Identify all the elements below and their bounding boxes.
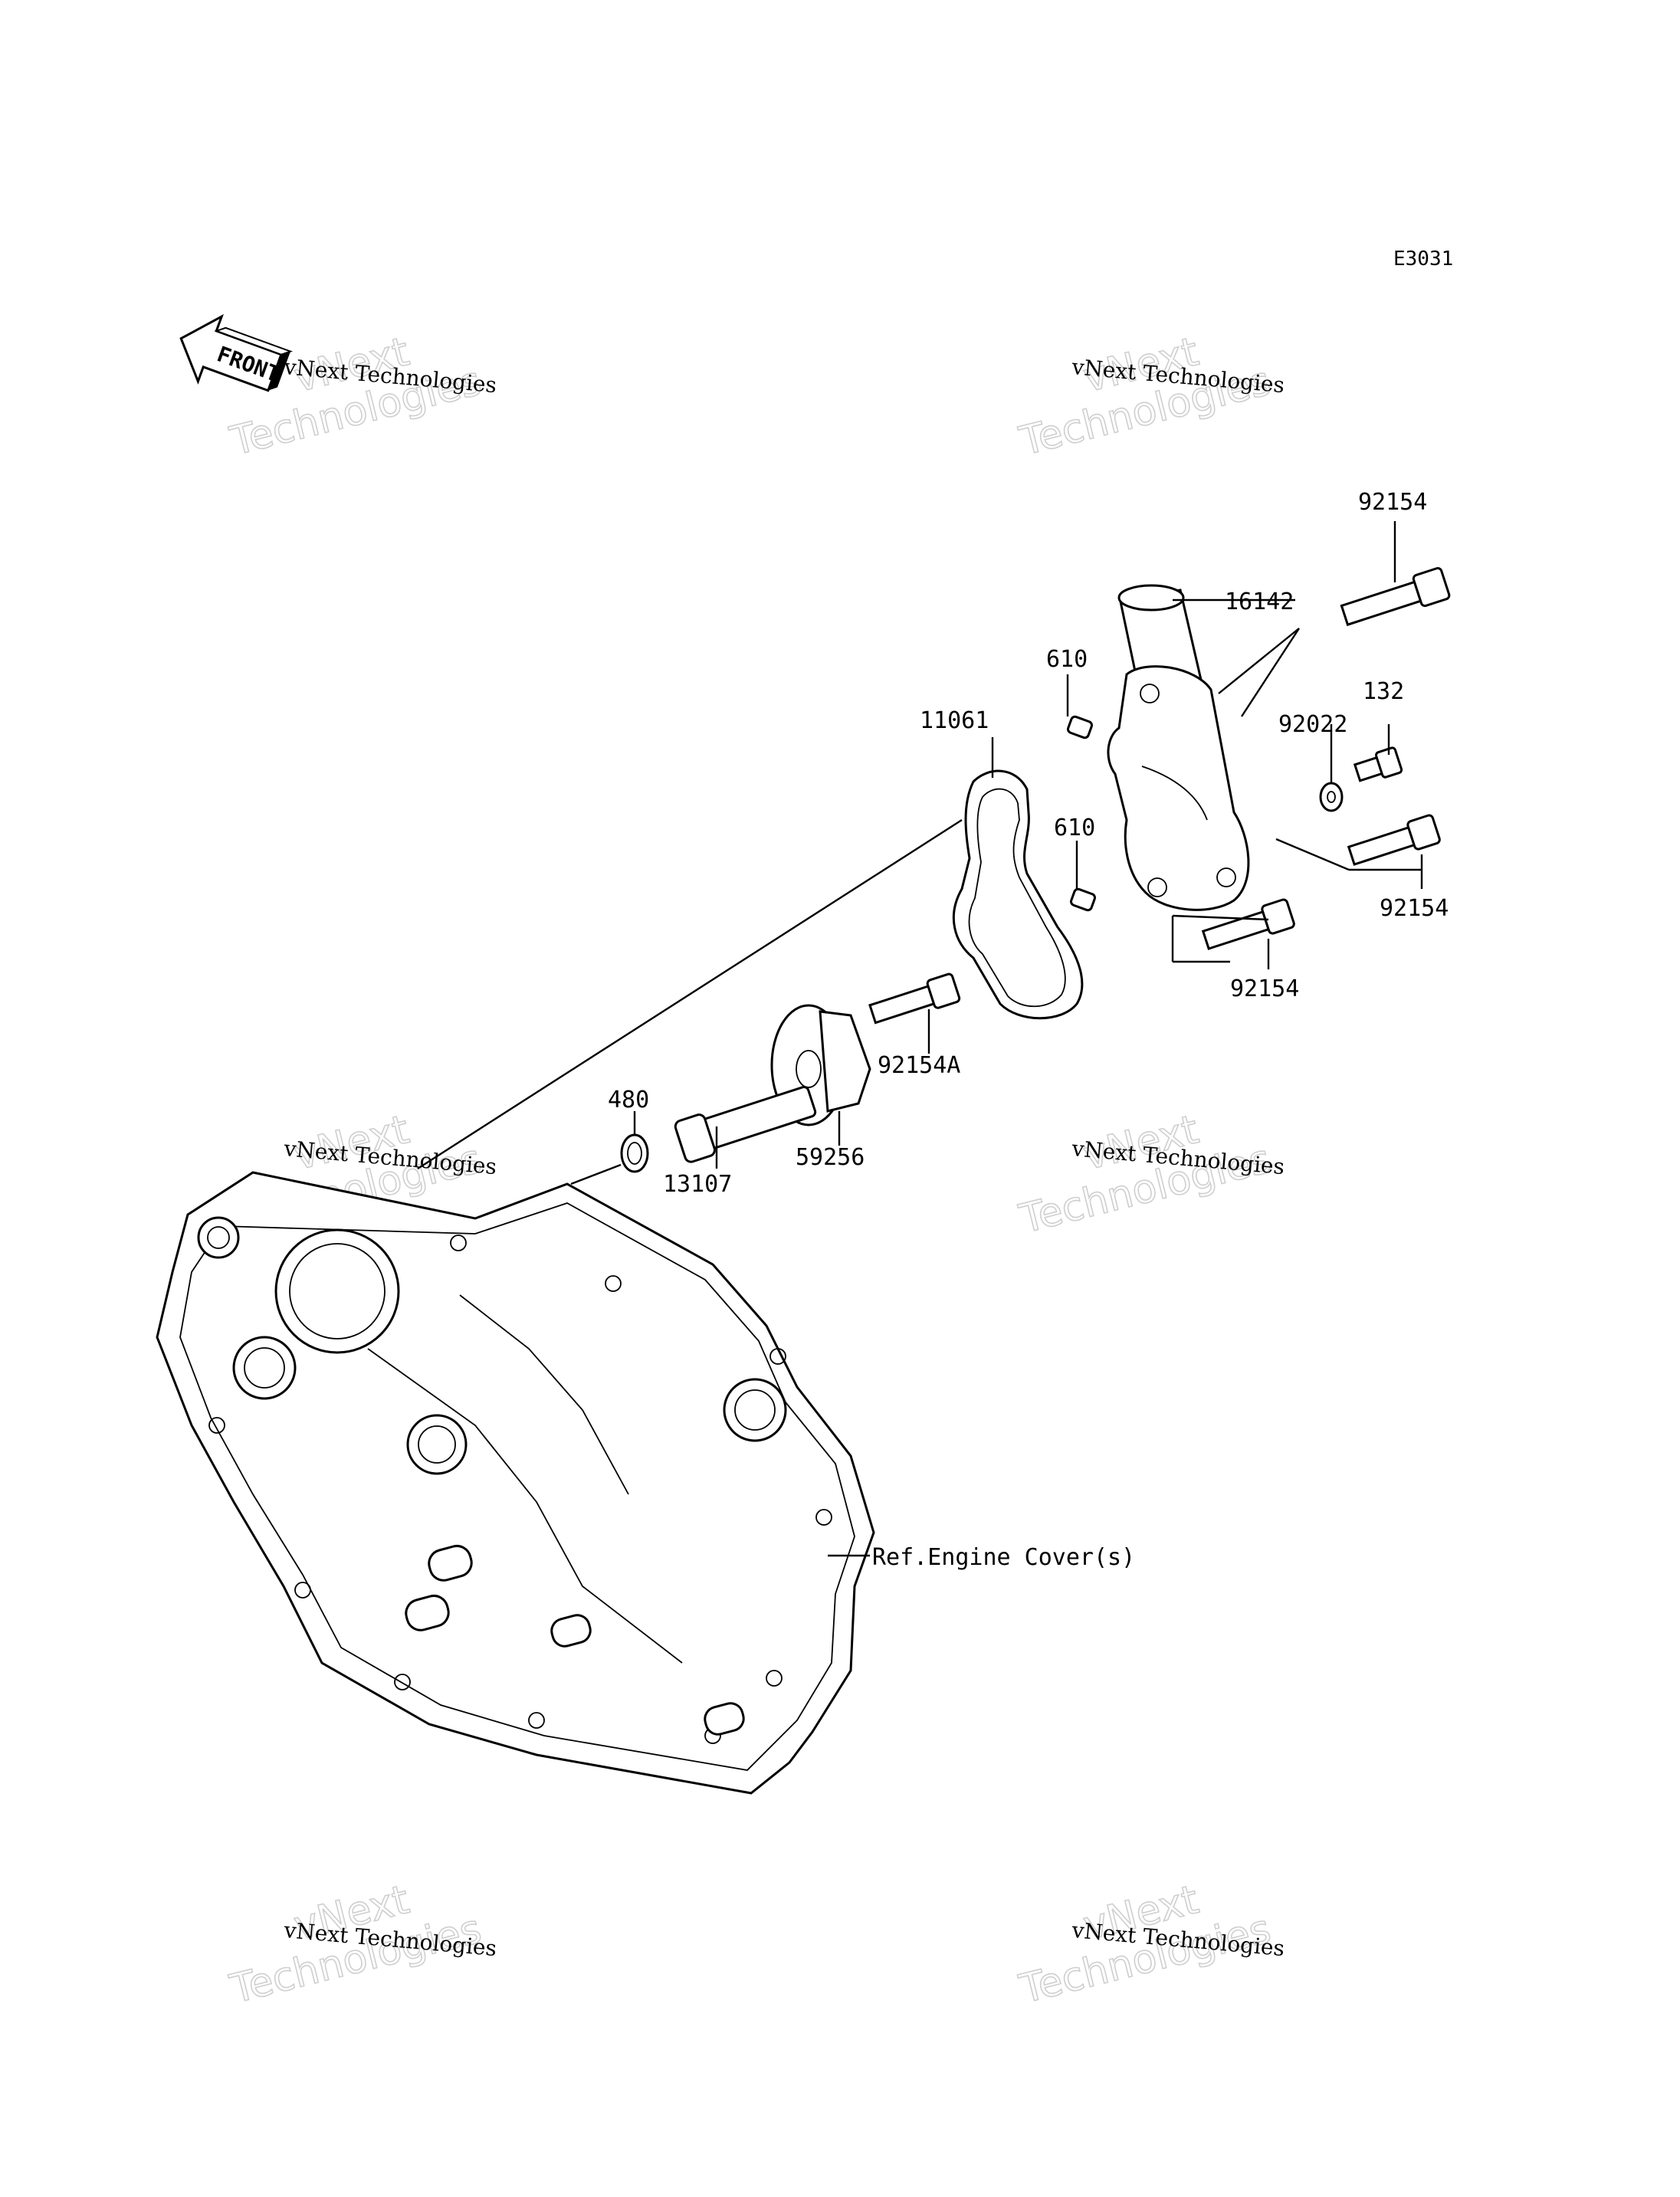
callout-92154-low: 92154: [1230, 976, 1299, 1002]
leader-lines: [417, 521, 1423, 1557]
front-arrow-icon: FRONT: [179, 313, 294, 392]
callout-13107: 13107: [663, 1171, 732, 1198]
callout-610-top: 610: [1046, 646, 1088, 673]
bolt-92154A: [868, 972, 961, 1025]
gasket-11061: [952, 769, 1084, 1020]
callout-ref-engine-cover: Ref.Engine Cover(s): [872, 1544, 1135, 1571]
callout-16142: 16142: [1225, 589, 1294, 615]
callout-132: 132: [1363, 678, 1404, 705]
bolt-132: [1353, 746, 1403, 782]
bolt-92154-low: [1201, 898, 1295, 950]
callout-92022: 92022: [1278, 711, 1347, 738]
pump-cover-16142: [1107, 584, 1250, 911]
callout-92154-right: 92154: [1380, 895, 1449, 922]
diagram-code: E3031: [1393, 248, 1453, 271]
callout-92154A: 92154A: [878, 1052, 960, 1079]
dowel-pin-610-mid: [1069, 887, 1097, 912]
pump-shaft-13107: [674, 1086, 817, 1163]
callout-11061: 11061: [920, 707, 989, 734]
bolt-92154-top: [1340, 566, 1451, 627]
washer-92022: [1319, 782, 1344, 812]
dowel-pin-610-top: [1066, 715, 1094, 739]
engine-cover-reference: [156, 1171, 875, 1795]
callout-610-mid: 610: [1054, 815, 1095, 841]
circlip-480: [620, 1133, 649, 1173]
callout-92154-top: 92154: [1358, 489, 1427, 516]
callout-480: 480: [608, 1087, 649, 1113]
callout-59256: 59256: [796, 1144, 865, 1171]
bolt-92154-right: [1347, 814, 1441, 866]
